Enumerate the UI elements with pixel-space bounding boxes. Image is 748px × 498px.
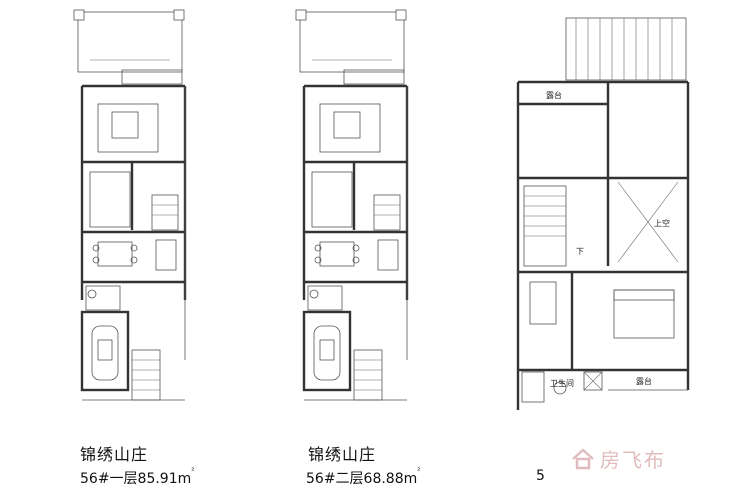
floor-plan-1-drawing xyxy=(73,9,187,401)
plan-1-area-unit: ² xyxy=(191,466,195,475)
plan-2-area: 56#二层68.88m² xyxy=(306,466,421,488)
plan-2-name: 锦绣山庄 xyxy=(308,445,377,464)
plan-2-area-unit: ² xyxy=(417,466,421,475)
plan-1-area: 56#一层85.91m² xyxy=(80,466,195,488)
room-label-terrace-top: 露台 xyxy=(546,91,562,100)
plan-1-area-text: 56#一层85.91m xyxy=(80,471,192,487)
floor-plan-1 xyxy=(60,0,210,430)
watermark: 房飞布 xyxy=(570,444,666,473)
plan-3-area-text: 5 xyxy=(536,468,545,484)
floor-plan-3-drawing xyxy=(516,17,690,410)
plan-3-area: 5 xyxy=(536,468,545,484)
floor-plan-2 xyxy=(282,0,432,430)
room-label-bathroom: 卫生间 xyxy=(550,379,574,388)
plan-1-name: 锦绣山庄 xyxy=(80,445,149,464)
plan-2-area-text: 56#二层68.88m xyxy=(306,471,418,487)
house-logo-icon xyxy=(572,447,594,469)
room-label-terrace-bottom: 露台 xyxy=(636,377,652,386)
watermark-text: 房飞布 xyxy=(600,448,666,472)
room-label-void: 上空 xyxy=(654,219,670,228)
floor-plan-3: 露台 露台 上空 下 卫生间 xyxy=(508,0,698,430)
room-label-down: 下 xyxy=(576,247,584,256)
floor-plan-2-drawing xyxy=(295,9,409,401)
